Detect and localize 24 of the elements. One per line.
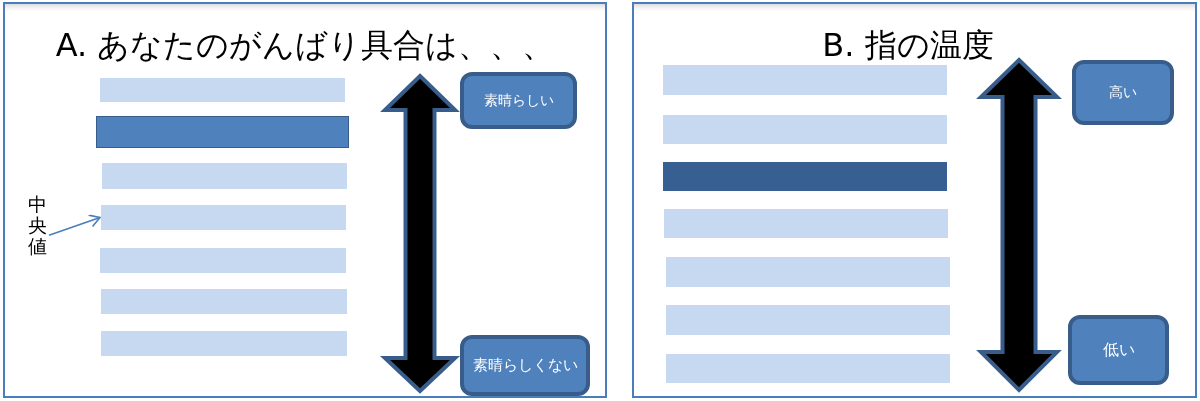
panel <box>632 2 1197 398</box>
level-bar <box>663 162 947 191</box>
level-bar <box>100 78 345 102</box>
scale-end-label: 低い <box>1068 315 1169 385</box>
level-bar <box>663 115 947 144</box>
level-bar <box>96 116 349 148</box>
level-bar <box>663 65 947 95</box>
level-bar <box>102 163 347 189</box>
level-bar <box>666 354 950 383</box>
level-bar <box>666 305 950 335</box>
level-bar <box>101 331 347 356</box>
level-bar <box>664 209 948 238</box>
level-bar <box>666 257 950 287</box>
level-bar <box>101 289 347 314</box>
scale-end-label: 高い <box>1072 60 1174 125</box>
leader-arrow <box>48 214 101 237</box>
annotation-text: 中央値 <box>28 194 47 257</box>
panel <box>3 2 607 398</box>
panel-title: A. あなたのがんばり具合は、、、 <box>55 26 555 64</box>
scale-end-label: 素晴らしい <box>460 72 577 129</box>
panel-title: B. 指の温度 <box>822 26 994 64</box>
level-bar <box>100 248 346 273</box>
scale-end-label: 素晴らしくない <box>460 335 590 396</box>
level-bar <box>101 205 346 230</box>
